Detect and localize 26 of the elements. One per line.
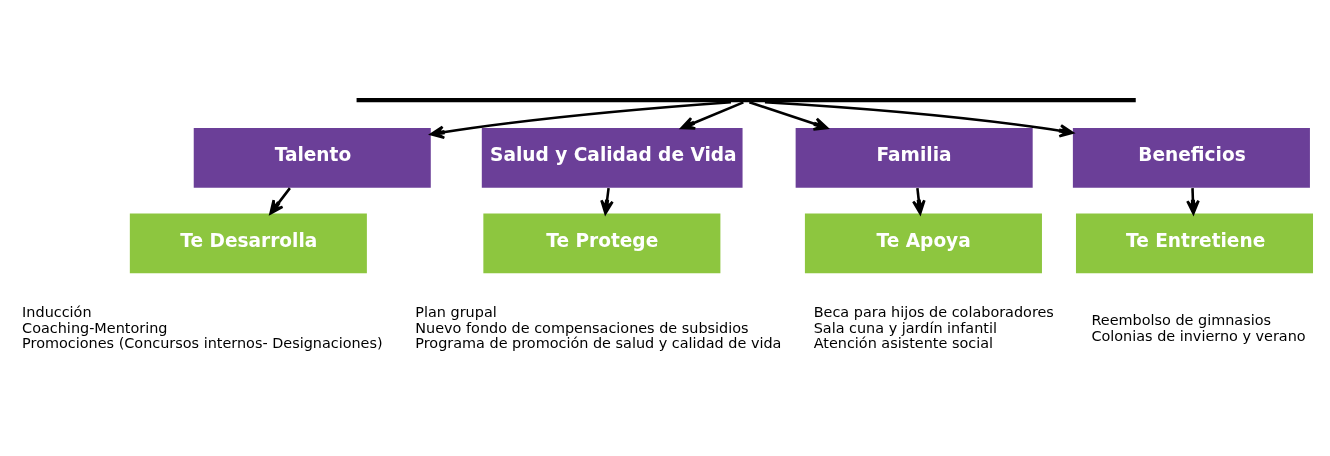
node-box: Talento bbox=[193, 127, 431, 188]
node-box: Te Entretiene bbox=[1075, 213, 1313, 273]
node-label: Plan grupal bbox=[415, 303, 497, 320]
node-label: Reembolso de gimnasios bbox=[1091, 311, 1271, 328]
node-box: Te Protege bbox=[483, 213, 721, 273]
arrow bbox=[269, 186, 291, 215]
arrow bbox=[764, 100, 1074, 138]
node-label: Inducción bbox=[22, 303, 92, 320]
arrow bbox=[680, 100, 744, 130]
arrow bbox=[748, 100, 829, 131]
arrow bbox=[429, 100, 732, 139]
node-label: Coaching-Mentoring bbox=[22, 319, 168, 336]
arrow bbox=[1186, 187, 1200, 215]
node-label: Beca para hijos de colaboradores bbox=[813, 303, 1054, 320]
node-label: Colonias de invierno y verano bbox=[1091, 327, 1306, 344]
node-bar bbox=[356, 97, 1136, 102]
node-label: Programa de promoción de salud y calidad de vida bbox=[415, 334, 782, 351]
node-box: Familia bbox=[795, 127, 1033, 188]
arrow bbox=[912, 187, 926, 215]
node-box: Te Apoya bbox=[804, 213, 1042, 273]
node-box: Beneficios bbox=[1072, 127, 1310, 188]
node-label: Sala cuna y jardín infantil bbox=[813, 319, 997, 336]
node-box: Te Desarrolla bbox=[129, 213, 367, 273]
arrow bbox=[600, 187, 614, 215]
node-box: Salud y Calidad de Vida bbox=[481, 127, 743, 188]
node-label: Nuevo fondo de compensaciones de subsidios bbox=[415, 319, 749, 336]
